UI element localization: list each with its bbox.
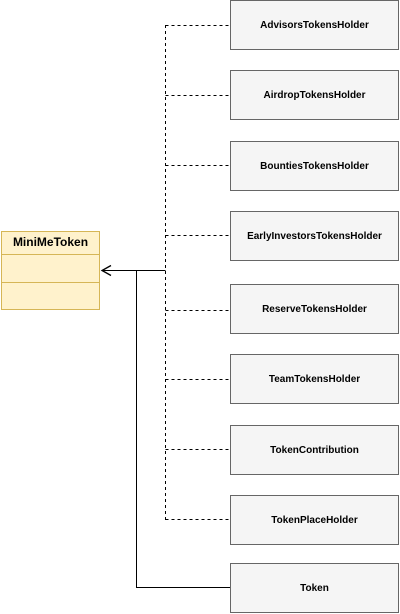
base-class-title: MiniMeToken [2, 232, 99, 255]
class-airdrop-tokens-holder[interactable]: AirdropTokensHolder [230, 70, 399, 120]
class-token-contribution[interactable]: TokenContribution [230, 425, 399, 475]
solid-token-connector [136, 270, 230, 588]
class-token-placeholder[interactable]: TokenPlaceHolder [230, 495, 399, 545]
open-arrowhead-icon [100, 264, 112, 277]
base-class-minimetoken[interactable]: MiniMeToken [1, 231, 100, 310]
base-class-attributes [2, 255, 99, 283]
class-advisors-tokens-holder[interactable]: AdvisorsTokensHolder [230, 0, 399, 50]
class-reserve-tokens-holder[interactable]: ReserveTokensHolder [230, 284, 399, 334]
base-class-methods [2, 283, 99, 311]
class-early-investors-tokens-holder[interactable]: EarlyInvestorsTokensHolder [230, 211, 399, 261]
class-bounties-tokens-holder[interactable]: BountiesTokensHolder [230, 141, 399, 191]
class-token[interactable]: Token [230, 563, 399, 613]
class-team-tokens-holder[interactable]: TeamTokensHolder [230, 354, 399, 404]
